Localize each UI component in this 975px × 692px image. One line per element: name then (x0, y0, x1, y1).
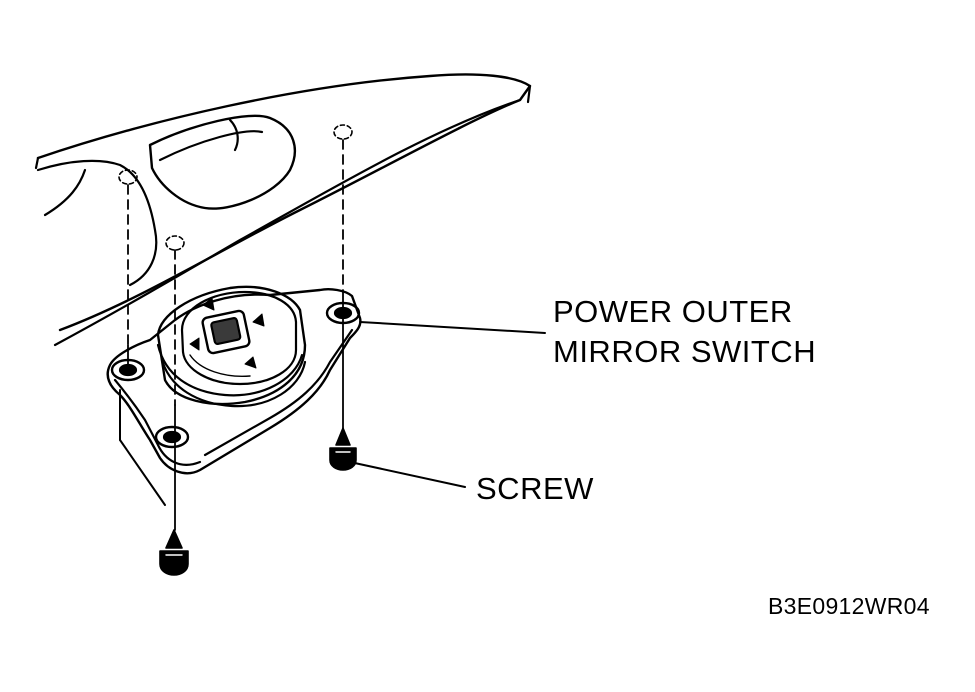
screw-bottom (159, 529, 189, 576)
figure-code: B3E0912WR04 (768, 593, 930, 619)
screw-axis-lines (127, 139, 344, 406)
switch-label-line1: POWER OUTER (553, 294, 793, 329)
door-trim-panel (34, 73, 532, 347)
screw-right (329, 427, 357, 471)
power-outer-mirror-switch (106, 285, 362, 475)
leader-lines (119, 321, 546, 506)
switch-label-line2: MIRROR SWITCH (553, 334, 817, 369)
trim-screw-holes (118, 124, 353, 251)
screw-label: SCREW (476, 471, 594, 506)
